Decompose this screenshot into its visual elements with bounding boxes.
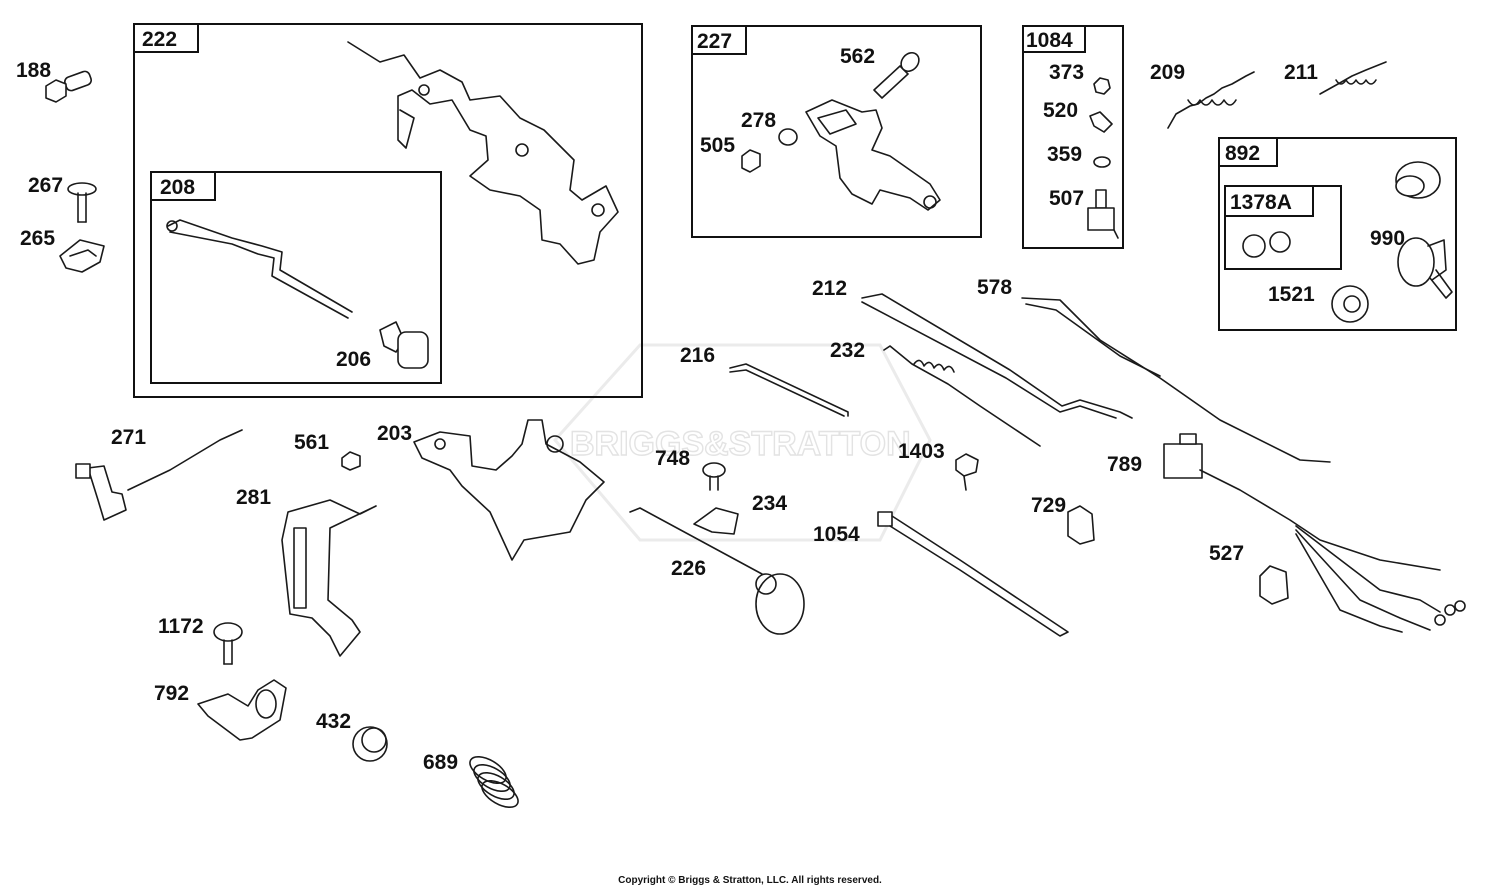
- label-1054: 1054: [813, 523, 860, 546]
- label-1403: 1403: [898, 440, 945, 463]
- label-212: 212: [812, 277, 847, 300]
- label-729: 729: [1031, 494, 1066, 517]
- label-507: 507: [1049, 187, 1084, 210]
- group-box-892: 892: [1218, 137, 1457, 331]
- part-281-drawing: [281, 499, 377, 657]
- part-209-drawing: [1167, 71, 1255, 129]
- part-206-drawing: [379, 321, 429, 369]
- label-689: 689: [423, 751, 458, 774]
- part-234-drawing: [693, 507, 739, 535]
- part-1172-drawing: [213, 622, 243, 665]
- group-label-1378A: 1378A: [1230, 191, 1292, 214]
- label-216: 216: [680, 344, 715, 367]
- label-226: 226: [671, 557, 706, 580]
- part-271-drawing: [75, 429, 243, 521]
- part-748-drawing: [702, 462, 726, 491]
- group-box-1084: 1084: [1022, 25, 1124, 249]
- part-265-drawing: [59, 239, 105, 273]
- part-227-drawing: [805, 99, 941, 211]
- group-label-222: 222: [142, 28, 177, 51]
- part-1403-drawing: [955, 453, 979, 491]
- part-359-drawing: [1093, 156, 1111, 168]
- part-labels: 188 267 265 206 562 278 505 373 520 359 …: [16, 45, 1405, 774]
- part-561-drawing: [341, 451, 361, 471]
- label-232: 232: [830, 339, 865, 362]
- label-990: 990: [1370, 227, 1405, 250]
- copyright-notice: Copyright © Briggs & Stratton, LLC. All …: [618, 875, 882, 886]
- part-505-drawing: [741, 149, 761, 173]
- part-216-drawing: [729, 363, 849, 417]
- part-373-drawing: [1093, 77, 1111, 95]
- group-label-208: 208: [160, 176, 195, 199]
- part-892-knob-drawing: [1395, 161, 1441, 199]
- label-1172: 1172: [158, 615, 204, 638]
- label-211: 211: [1284, 61, 1318, 84]
- label-789: 789: [1107, 453, 1142, 476]
- part-1378A-drawing: [1242, 231, 1291, 258]
- label-281: 281: [236, 486, 271, 509]
- group-box-1378A: 1378A: [1224, 185, 1342, 270]
- part-203-drawing: [413, 419, 605, 561]
- label-505: 505: [700, 134, 735, 157]
- label-265: 265: [20, 227, 55, 250]
- part-789-drawing: [1163, 433, 1466, 633]
- part-212-drawing: [861, 293, 1133, 419]
- label-562: 562: [840, 45, 875, 68]
- group-label-892: 892: [1225, 142, 1260, 165]
- part-278-drawing: [778, 128, 798, 146]
- part-1054-drawing: [877, 511, 1069, 637]
- label-432: 432: [316, 710, 351, 733]
- part-792-drawing: [197, 679, 287, 741]
- part-226-drawing: [629, 507, 763, 575]
- group-label-227: 227: [697, 30, 732, 53]
- label-561: 561: [294, 431, 329, 454]
- part-578-drawing: [1021, 297, 1331, 463]
- part-drawings: [45, 41, 1466, 809]
- part-232-drawing: [883, 345, 1041, 447]
- group-box-222: 222: [133, 23, 643, 398]
- label-1521: 1521: [1268, 283, 1315, 306]
- part-267-drawing: [67, 182, 97, 223]
- label-267: 267: [28, 174, 63, 197]
- watermark: BRIGGS&STRATTON: [553, 343, 932, 542]
- part-208-drawing: [167, 219, 353, 313]
- part-1521-drawing: [1331, 285, 1369, 323]
- label-578: 578: [977, 276, 1012, 299]
- part-990-drawing: [1397, 237, 1453, 299]
- label-203: 203: [377, 422, 412, 445]
- part-729-drawing: [1067, 505, 1095, 545]
- label-527: 527: [1209, 542, 1244, 565]
- group-label-1084: 1084: [1026, 29, 1073, 52]
- label-271: 271: [111, 426, 146, 449]
- part-689-drawing: [469, 755, 519, 809]
- part-507-drawing: [1087, 189, 1119, 239]
- label-209: 209: [1150, 61, 1185, 84]
- label-748: 748: [655, 447, 690, 470]
- label-520: 520: [1043, 99, 1078, 122]
- part-188-drawing: [45, 70, 93, 103]
- label-188: 188: [16, 59, 51, 82]
- part-520-drawing: [1089, 111, 1113, 133]
- label-234: 234: [752, 492, 787, 515]
- group-box-208: 208: [150, 171, 442, 384]
- label-278: 278: [741, 109, 776, 132]
- watermark-text: BRIGGS&STRATTON: [570, 425, 911, 463]
- label-206: 206: [336, 348, 371, 371]
- label-373: 373: [1049, 61, 1084, 84]
- part-527-drawing: [1259, 565, 1289, 605]
- part-211-drawing: [1319, 61, 1387, 95]
- part-562-drawing: [873, 51, 920, 99]
- label-792: 792: [154, 682, 189, 705]
- label-359: 359: [1047, 143, 1082, 166]
- part-222-drawing: [347, 41, 619, 265]
- part-432-drawing: [352, 726, 388, 762]
- group-box-227: 227: [691, 25, 982, 238]
